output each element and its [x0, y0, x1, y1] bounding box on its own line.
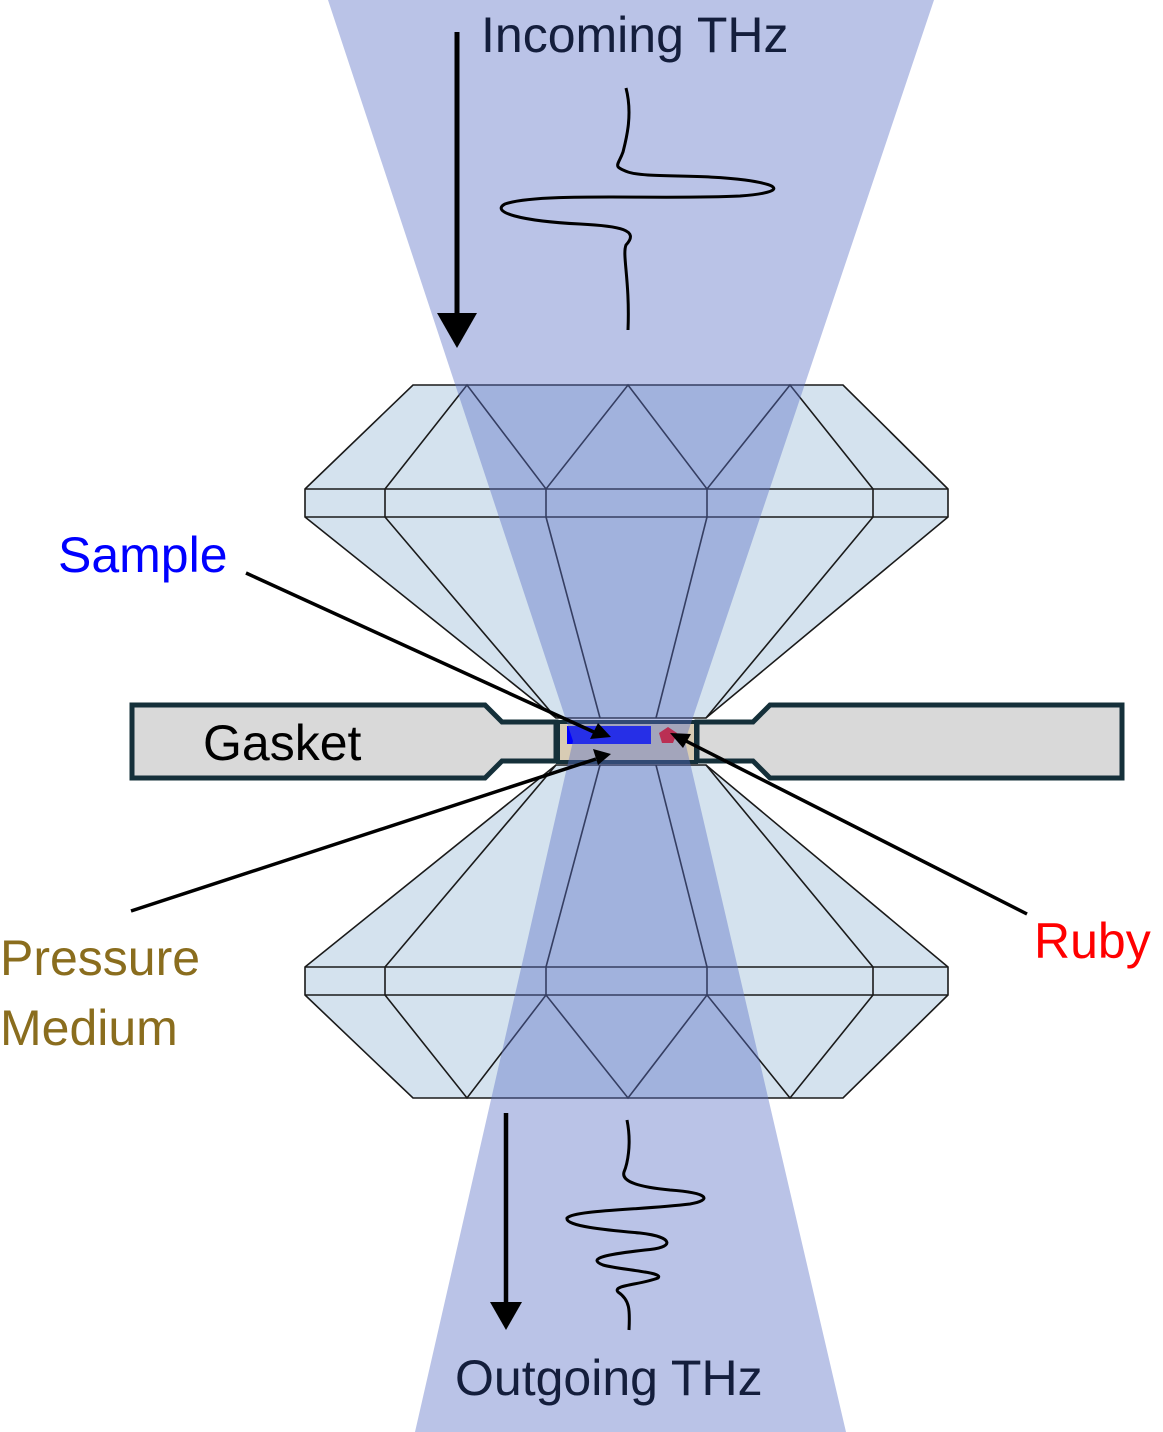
- sample-label: Sample: [58, 527, 228, 583]
- leader-lines: [130, 571, 1028, 916]
- incoming-thz-label: Incoming THz: [481, 7, 789, 63]
- incoming-arrow: [437, 32, 477, 348]
- ruby: [659, 727, 677, 743]
- pressure-medium-label-line2: Medium: [0, 1000, 178, 1056]
- incoming-pulse-waveform: [499, 87, 776, 331]
- gasket: [129, 702, 1125, 781]
- top-diamond-anvil: [304, 383, 949, 719]
- outgoing-thz-label: Outgoing THz: [455, 1350, 763, 1406]
- ruby-leader-line: [683, 738, 1028, 916]
- sample-leader-line: [245, 571, 597, 735]
- thz-beam: [328, 0, 934, 1432]
- pressure-medium-label-line1: Pressure: [0, 930, 200, 986]
- ruby-label: Ruby: [1034, 913, 1151, 969]
- bottom-diamond-anvil: [304, 764, 949, 1100]
- outgoing-arrow: [490, 1113, 522, 1330]
- pressure-medium-leader-line: [130, 757, 597, 913]
- gasket-label: Gasket: [203, 715, 362, 771]
- outgoing-pulse-waveform: [565, 1119, 706, 1331]
